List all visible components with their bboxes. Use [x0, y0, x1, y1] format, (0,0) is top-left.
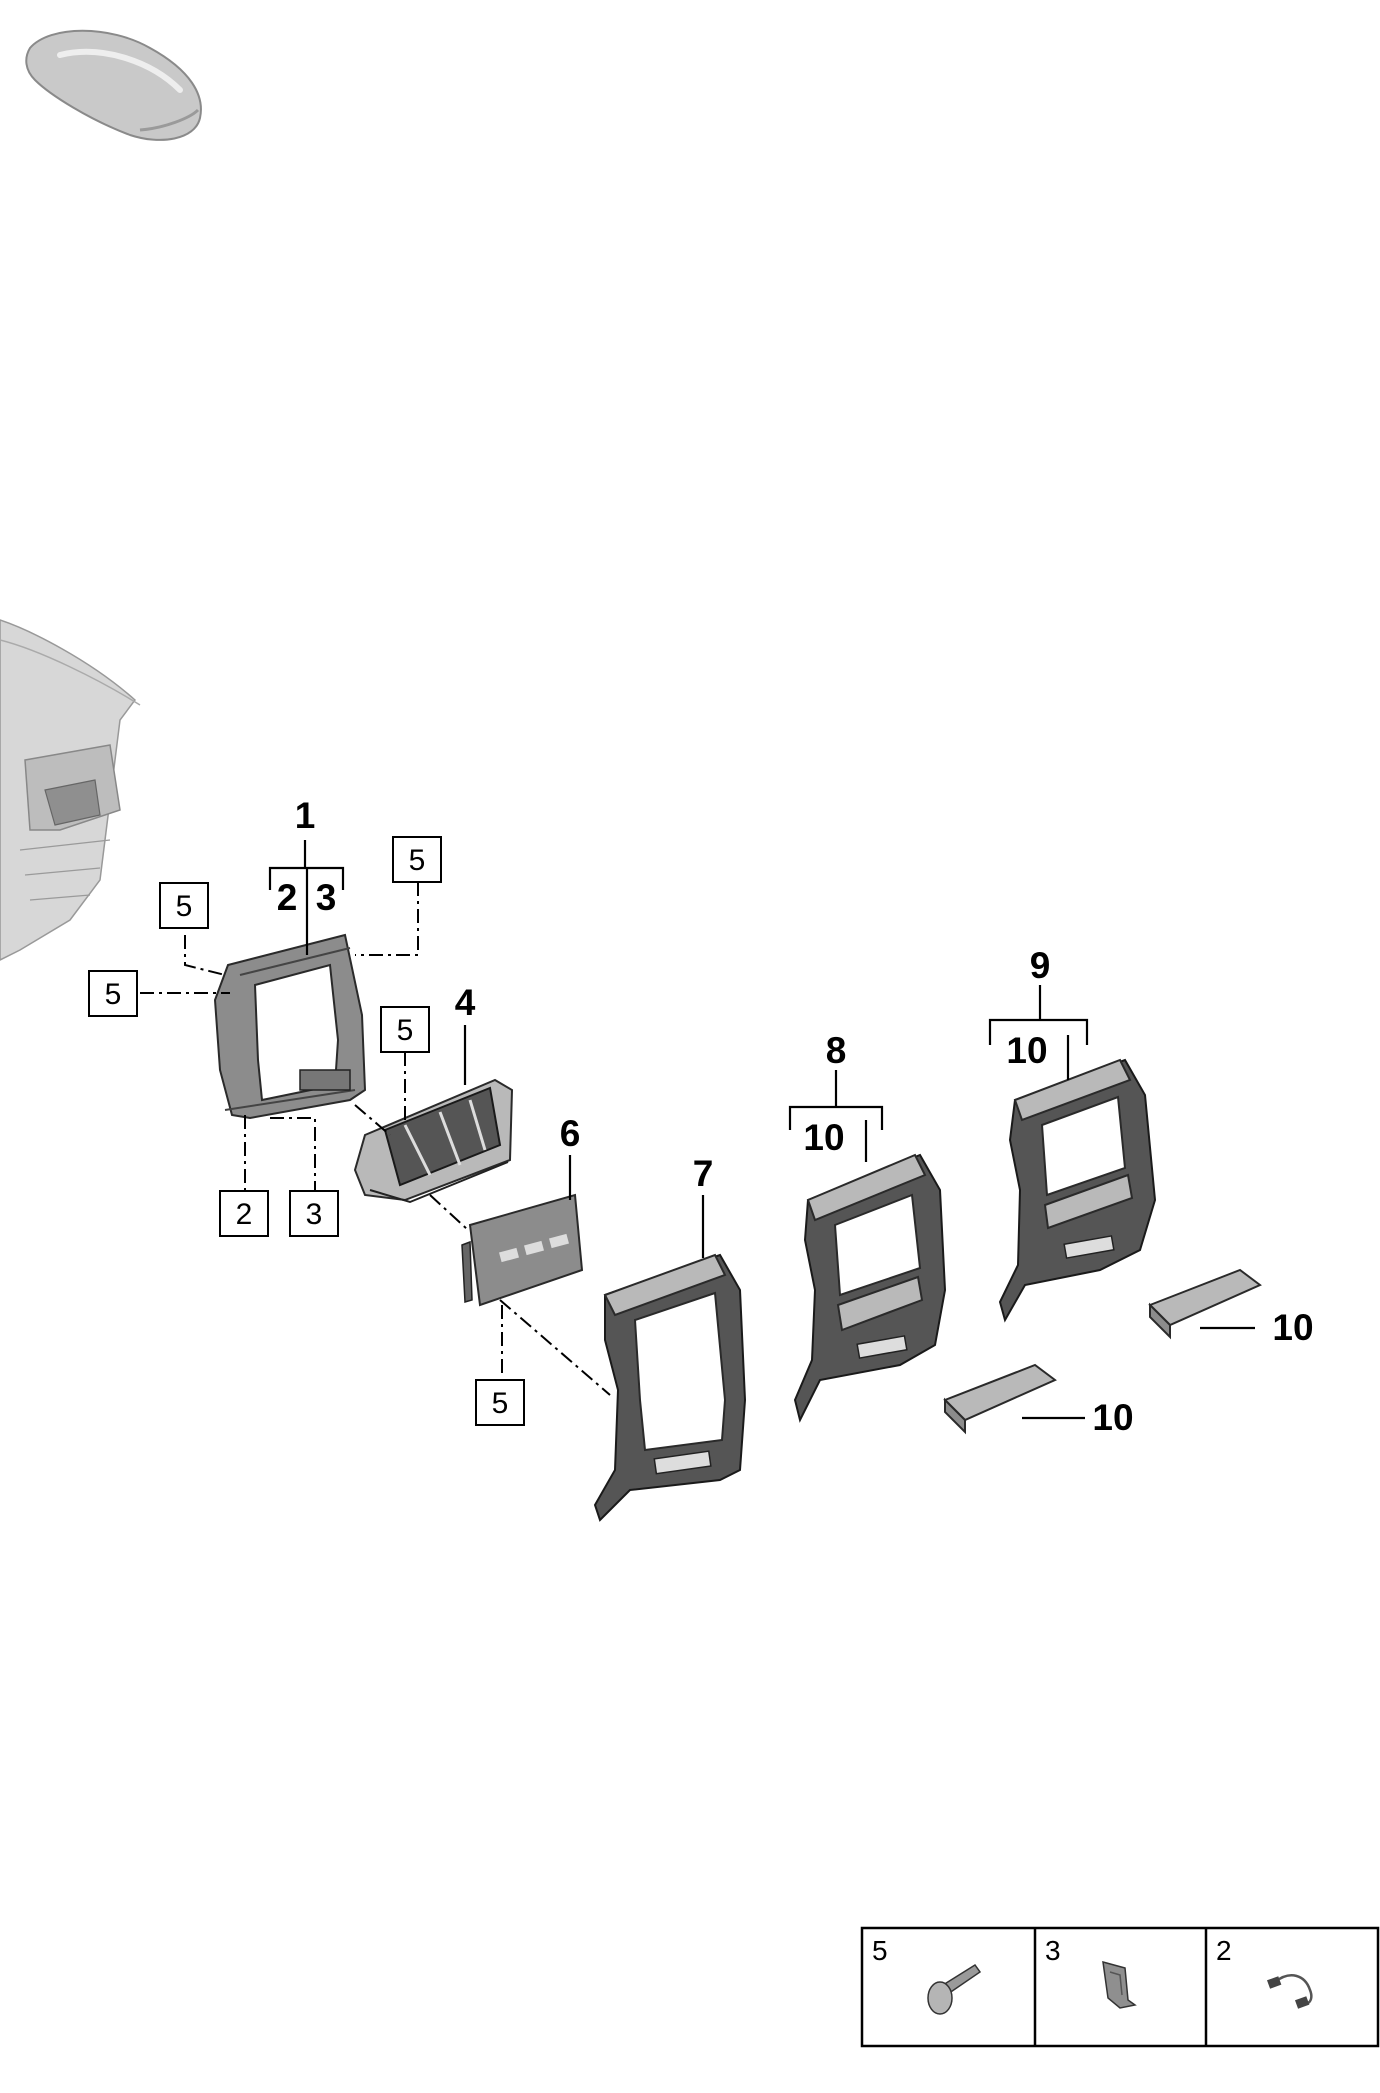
bold-callouts: 1 2 3 4 6 7 8 10 9 10 10 10	[277, 795, 1314, 1438]
legend-number-5: 5	[872, 1935, 888, 1966]
part-1-frame-bracket	[213, 933, 367, 1120]
callout-5-left: 5	[105, 978, 122, 1011]
boxed-callouts: 5 5 5 5 2 3 5	[88, 836, 525, 1426]
callout-10-a: 10	[1092, 1397, 1133, 1438]
callout-2-box: 2	[236, 1198, 253, 1231]
fastener-legend: 5 3 2	[860, 1926, 1380, 2048]
part-4-vent-housing	[353, 1078, 514, 1204]
legend-number-3: 3	[1045, 1935, 1061, 1966]
callout-2-group: 2	[277, 877, 298, 918]
callout-5-bottom: 5	[492, 1387, 509, 1420]
leader-lines	[268, 840, 1255, 1420]
part-8-trim-panel	[793, 1153, 947, 1423]
part-7-trim-panel	[593, 1253, 747, 1522]
part-6-control-panel	[461, 1193, 584, 1307]
callout-1: 1	[295, 795, 316, 836]
callout-5-top-left: 5	[176, 890, 193, 923]
part-9-trim-panel	[998, 1058, 1157, 1323]
callout-6: 6	[560, 1113, 581, 1154]
callout-7: 7	[693, 1153, 714, 1194]
part-10-tray-b	[1148, 1268, 1262, 1340]
callout-8: 8	[826, 1030, 847, 1071]
callout-9: 9	[1030, 945, 1051, 986]
legend-number-2: 2	[1216, 1935, 1232, 1966]
callout-3-box: 3	[306, 1198, 323, 1231]
part-10-tray-a	[943, 1363, 1057, 1435]
callout-9-sub-10: 10	[1006, 1030, 1047, 1071]
clip-icon	[1102, 1960, 1137, 2009]
screw-icon	[927, 1963, 982, 2015]
callout-5-top-right: 5	[409, 844, 426, 877]
callout-4: 4	[455, 982, 476, 1023]
center-console-context	[0, 619, 141, 961]
callout-5-mid: 5	[397, 1014, 414, 1047]
callout-3-group: 3	[316, 877, 337, 918]
car-thumbnail	[25, 29, 202, 141]
callout-10-b: 10	[1272, 1307, 1313, 1348]
assembly-lines	[140, 882, 611, 1396]
cable-connector-icon	[1266, 1974, 1313, 2009]
callout-8-sub-10: 10	[803, 1117, 844, 1158]
